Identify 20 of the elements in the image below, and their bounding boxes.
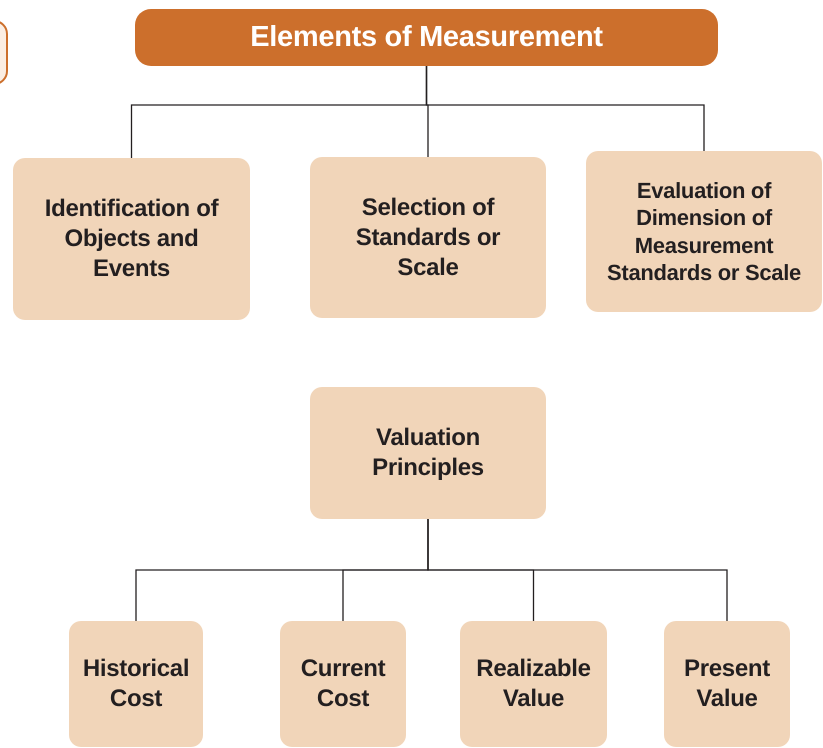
node-label: Evaluation of Dimension of Measurement Standards or Scale: [606, 176, 802, 286]
connector-line: [426, 66, 705, 151]
concept-box: [460, 621, 607, 747]
node-label: Identification of Objects and Events: [44, 194, 220, 284]
connector-line: [427, 519, 728, 621]
title-box: [135, 9, 718, 66]
concept-box: [13, 158, 250, 320]
concept-box: [310, 387, 546, 519]
node-label: Current Cost: [300, 654, 386, 714]
node-label: Valuation Principles: [371, 423, 485, 483]
concept-box: [310, 157, 546, 318]
node-label: Realizable Value: [475, 654, 592, 714]
node-label: Elements of Measurement: [250, 20, 603, 56]
node-label: Selection of Standards or Scale: [354, 192, 502, 282]
node-label: Historical Cost: [82, 654, 190, 714]
concept-box: [664, 621, 790, 747]
concept-box: [586, 151, 822, 312]
concept-box: [280, 621, 406, 747]
node-label: Present Value: [683, 654, 771, 714]
concept-box: [69, 621, 203, 747]
